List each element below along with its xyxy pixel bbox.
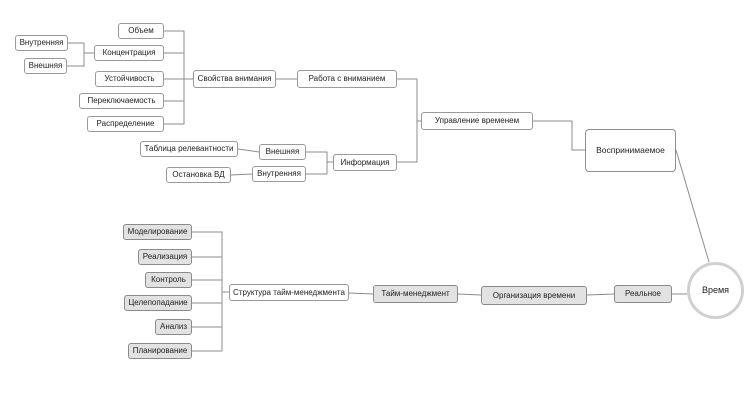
node-time-organization[interactable]: Организация времени <box>481 286 587 305</box>
node-time-management-tm-label: Тайм-менеджмент <box>381 289 450 298</box>
node-internal-concentration-label: Внутренняя <box>19 38 64 47</box>
node-tm-structure[interactable]: Структура тайм-менеджмента <box>229 284 349 301</box>
node-internal-information[interactable]: Внутренняя <box>252 166 306 182</box>
node-real-label: Реальное <box>624 289 662 298</box>
node-concentration[interactable]: Концентрация <box>94 45 164 61</box>
connector <box>237 148 260 153</box>
node-stability-label: Устойчивость <box>104 74 155 83</box>
node-time-management-label: Управление временем <box>434 116 520 125</box>
node-analysis[interactable]: Анализ <box>155 319 192 335</box>
node-volume-label: Объем <box>128 26 154 35</box>
connector <box>192 291 229 352</box>
connector <box>230 173 253 176</box>
connector <box>533 120 585 151</box>
connector <box>192 279 229 293</box>
node-distribution[interactable]: Распределение <box>87 116 164 132</box>
node-targeting-label: Целепопадание <box>128 298 188 307</box>
node-information[interactable]: Информация <box>333 154 397 171</box>
node-perceived[interactable]: Воспринимаемое <box>585 129 676 172</box>
connector <box>192 256 229 293</box>
connector <box>397 120 421 163</box>
connector <box>164 52 193 80</box>
connector <box>68 42 94 54</box>
node-distribution-label: Распределение <box>96 119 155 128</box>
connector <box>192 291 229 328</box>
node-stop-vd-label: Остановка ВД <box>172 170 225 179</box>
node-attention-work-label: Работа с вниманием <box>308 74 386 83</box>
node-switching[interactable]: Переключаемость <box>79 93 164 109</box>
node-external-information[interactable]: Внешняя <box>259 144 306 160</box>
node-external-information-label: Внешняя <box>265 147 300 156</box>
connector <box>164 78 193 102</box>
node-control[interactable]: Контроль <box>145 272 192 288</box>
node-analysis-label: Анализ <box>159 322 187 331</box>
node-tm-structure-label: Структура тайм-менеджмента <box>233 287 345 297</box>
node-time-management[interactable]: Управление временем <box>421 112 533 130</box>
connector <box>397 78 421 122</box>
connector <box>192 231 229 293</box>
node-stability[interactable]: Устойчивость <box>95 71 164 87</box>
node-realization-label: Реализация <box>142 252 188 261</box>
node-time-management-tm[interactable]: Тайм-менеджмент <box>373 285 458 303</box>
node-switching-label: Переключаемость <box>87 96 156 105</box>
connector <box>306 151 333 163</box>
node-external-concentration[interactable]: Внешняя <box>24 58 67 74</box>
connector <box>586 293 615 296</box>
node-perceived-label: Воспринимаемое <box>596 145 665 156</box>
node-planning[interactable]: Планирование <box>128 343 192 359</box>
node-concentration-label: Концентрация <box>102 48 156 57</box>
node-volume[interactable]: Объем <box>118 23 164 39</box>
node-internal-concentration[interactable]: Внутренняя <box>15 35 68 51</box>
connector <box>675 149 710 263</box>
node-information-label: Информация <box>340 157 390 167</box>
node-realization[interactable]: Реализация <box>138 249 192 265</box>
root-node-label: Время <box>701 285 730 295</box>
node-time-organization-label: Организация времени <box>492 290 576 300</box>
node-attention-work[interactable]: Работа с вниманием <box>297 70 397 88</box>
node-external-concentration-label: Внешняя <box>28 61 63 70</box>
connector <box>348 292 374 295</box>
node-planning-label: Планирование <box>132 346 188 355</box>
connector <box>164 30 193 80</box>
node-real[interactable]: Реальное <box>614 285 672 303</box>
connector <box>192 291 229 304</box>
connector <box>457 293 482 296</box>
node-control-label: Контроль <box>151 275 186 284</box>
node-internal-information-label: Внутренняя <box>257 169 301 178</box>
node-modeling[interactable]: Моделирование <box>123 224 192 240</box>
connector <box>164 78 193 125</box>
node-relevance-table-label: Таблица релевантности <box>144 144 234 153</box>
node-relevance-table[interactable]: Таблица релевантности <box>140 141 238 157</box>
node-attention-properties-label: Свойства внимания <box>197 74 272 83</box>
node-attention-properties[interactable]: Свойства внимания <box>193 70 276 88</box>
node-stop-vd[interactable]: Остановка ВД <box>166 167 231 183</box>
connector <box>67 52 94 67</box>
node-targeting[interactable]: Целепопадание <box>124 295 192 311</box>
root-node-time[interactable]: Время <box>687 262 744 319</box>
connector <box>306 161 333 175</box>
node-modeling-label: Моделирование <box>127 227 188 236</box>
